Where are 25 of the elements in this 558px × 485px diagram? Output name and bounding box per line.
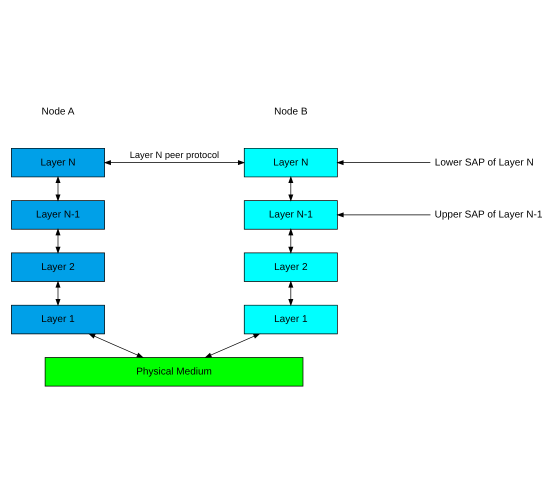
node-box: Layer N-1	[11, 200, 105, 230]
node-box: Layer 2	[244, 252, 338, 282]
arrow	[288, 228, 294, 254]
arrow	[288, 280, 294, 306]
arrow	[204, 333, 261, 358]
node-box: Layer N-1	[244, 200, 338, 230]
label: Node A	[42, 106, 74, 118]
arrow	[55, 228, 60, 254]
arrow	[104, 160, 246, 166]
node-text: Lower SAP of Layer N	[434, 157, 534, 168]
node-box: Layer 1	[244, 304, 338, 334]
label: Node B	[274, 106, 308, 118]
node-box: Layer 1	[11, 304, 105, 334]
arrow	[336, 160, 431, 166]
arrow	[88, 333, 144, 358]
node-box: Physical Medium	[44, 357, 304, 386]
edge-label: Layer N peer protocol	[130, 150, 220, 160]
node-box: Layer 2	[11, 252, 105, 282]
arrow	[336, 212, 431, 218]
arrow	[55, 280, 60, 306]
node-box: Layer N	[244, 148, 338, 178]
arrow	[55, 176, 60, 202]
node-box: Layer N	[11, 148, 105, 178]
node-text: Upper SAP of Layer N-1	[434, 210, 542, 221]
arrow	[288, 176, 294, 202]
